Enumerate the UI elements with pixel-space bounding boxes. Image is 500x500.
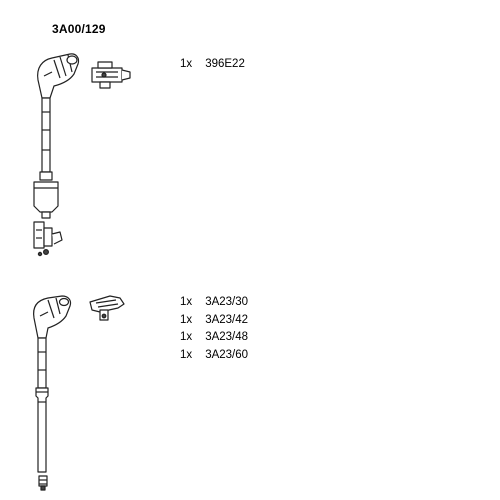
part-quantity: 1x	[180, 331, 193, 343]
bottom-parts-list: 1x 3A23/30 1x 3A23/42 1x 3A23/48 1x 3A23…	[180, 294, 248, 364]
bottom-end-terminal	[38, 475, 48, 491]
part-quantity: 1x	[180, 296, 193, 308]
part-line: 1x 3A23/30	[180, 294, 248, 312]
bottom-ignition-lead	[33, 295, 125, 491]
part-code: 3A23/42	[205, 313, 249, 326]
top-terminal-detail	[91, 61, 131, 89]
part-quantity: 1x	[180, 348, 193, 361]
bottom-cable	[37, 337, 47, 389]
part-code: 3A23/30	[205, 296, 249, 308]
bottom-angled-boot	[33, 295, 72, 339]
part-code: 3A23/60	[205, 348, 249, 361]
top-cable	[39, 97, 53, 181]
top-ignition-lead	[33, 53, 131, 257]
part-line: 1x 3A23/42	[180, 312, 248, 330]
top-lower-clip	[33, 221, 63, 257]
set-number-title: 3A00/129	[52, 22, 106, 36]
part-line: 1x 3A23/60	[180, 347, 248, 365]
part-code: 3A23/48	[205, 331, 249, 343]
bottom-straight-boot	[35, 387, 49, 473]
top-part-line: 1x 396E22	[180, 58, 245, 70]
part-quantity: 1x	[180, 58, 193, 70]
part-code: 396E22	[205, 58, 245, 70]
top-straight-boot	[33, 181, 59, 219]
bottom-terminal-detail	[89, 295, 125, 321]
part-quantity: 1x	[180, 313, 193, 326]
top-angled-boot	[37, 53, 80, 99]
part-line: 1x 3A23/48	[180, 329, 248, 347]
